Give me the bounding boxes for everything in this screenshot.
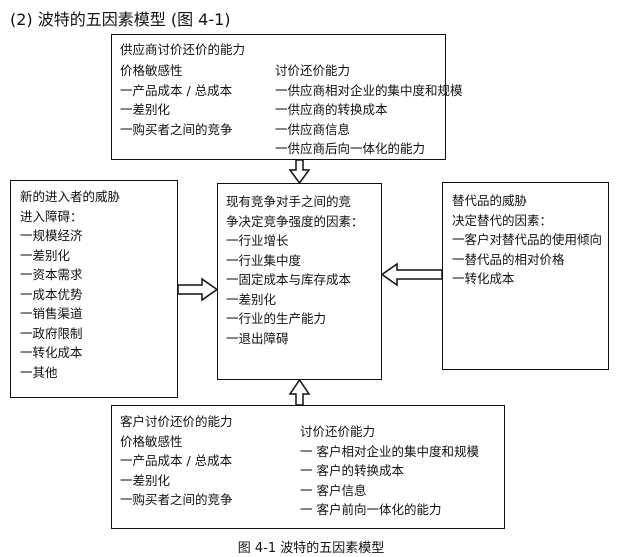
entrants-list: 新的进入者的威胁 进入障碍： 一规模经济 一差别化 一资本需求 一成本优势 一销… (20, 187, 120, 382)
list-item: 一替代品的相对价格 (452, 251, 565, 267)
substitutes-list: 替代品的威胁 决定替代的因素： 一客户对替代品的使用倾向 一替代品的相对价格 一… (452, 191, 602, 289)
list-item: 一供应商后向一体化的能力 (275, 141, 426, 156)
list-item: 一资本需求 (20, 267, 83, 282)
substitutes-subheading: 决定替代的因素： (452, 212, 553, 228)
list-item: 一 客户信息 (300, 482, 367, 498)
new-entrants-box: 新的进入者的威胁 进入障碍： 一规模经济 一差别化 一资本需求 一成本优势 一销… (10, 180, 178, 398)
list-item: 价格敏感性 (120, 63, 183, 78)
list-item: 一供应商相对企业的集中度和规模 (275, 82, 463, 98)
entrants-heading: 新的进入者的威胁 (20, 189, 121, 204)
list-item: 一规模经济 (20, 228, 83, 243)
buyer-power-box: 客户讨价还价的能力 价格敏感性 一产品成本 / 总成本 一差别化 一购买者之间的… (111, 405, 505, 529)
list-item: 一供应商信息 (275, 121, 351, 137)
list-item: 一购买者之间的竞争 (120, 492, 233, 507)
arrow-right-icon (177, 277, 219, 302)
list-item: 一转化成本 (452, 271, 515, 286)
list-item: 一产品成本 / 总成本 (120, 82, 233, 98)
substitutes-box: 替代品的威胁 决定替代的因素： 一客户对替代品的使用倾向 一替代品的相对价格 一… (442, 182, 609, 370)
section-title: (2) 波特的五因素模型 (图 4-1) (10, 10, 231, 29)
supplier-left-list: 价格敏感性 一产品成本 / 总成本 一差别化 一购买者之间的竞争 (120, 61, 233, 139)
entrants-subheading: 进入障碍： (20, 208, 83, 224)
arrow-down-icon (288, 159, 311, 185)
list-item: 一 客户相对企业的集中度和规模 (300, 443, 479, 459)
supplier-power-box: 供应商讨价还价的能力 价格敏感性 一产品成本 / 总成本 一差别化 一购买者之间… (111, 34, 463, 160)
arrow-left-icon (380, 262, 443, 287)
list-item: 一转化成本 (20, 345, 83, 360)
list-item: 一客户对替代品的使用倾向 (452, 232, 603, 247)
supplier-heading: 供应商讨价还价的能力 (120, 42, 246, 57)
rivalry-heading: 现有竞争对手之间的竞 (226, 194, 352, 209)
figure-caption: 图 4-1 波特的五因素模型 (237, 541, 385, 556)
rivalry-subheading: 争决定竞争强度的因素： (226, 213, 364, 229)
buyer-right-list: 讨价还价能力 一 客户相对企业的集中度和规模 一 客户的转换成本 一 客户信息 … (300, 422, 479, 520)
buyer-heading: 客户讨价还价的能力 (120, 414, 233, 429)
substitutes-heading: 替代品的威胁 (452, 193, 528, 208)
list-item: 一政府限制 (20, 325, 83, 341)
buyer-left-list: 客户讨价还价的能力 价格敏感性 一产品成本 / 总成本 一差别化 一购买者之间的… (120, 412, 233, 510)
arrow-up-icon (288, 378, 311, 406)
list-item: 一购买者之间的竞争 (120, 121, 233, 137)
list-item: 一 客户前向一体化的能力 (300, 502, 442, 517)
supplier-right-list: 讨价还价能力 一供应商相对企业的集中度和规模 一供应商的转换成本 一供应商信息 … (275, 61, 463, 159)
list-item: 一退出障碍 (226, 330, 289, 346)
list-item: 一行业增长 (226, 233, 289, 248)
list-item: 一固定成本与库存成本 (226, 272, 352, 287)
list-item: 一行业集中度 (226, 252, 302, 268)
list-item: 一成本优势 (20, 286, 83, 302)
list-item: 讨价还价能力 (300, 424, 376, 439)
list-item: 一销售渠道 (20, 306, 83, 321)
list-item: 讨价还价能力 (275, 63, 351, 78)
list-item: 一差别化 (120, 102, 171, 117)
list-item: 价格敏感性 (120, 433, 183, 449)
rivalry-list: 现有竞争对手之间的竞 争决定竞争强度的因素： 一行业增长 一行业集中度 一固定成… (226, 192, 364, 348)
list-item: 一差别化 (226, 291, 277, 307)
list-item: 一行业的生产能力 (226, 311, 327, 326)
list-item: 一 客户的转换成本 (300, 463, 404, 478)
list-item: 一差别化 (120, 472, 171, 488)
list-item: 一差别化 (20, 247, 71, 263)
list-item: 一其他 (20, 364, 58, 380)
list-item: 一产品成本 / 总成本 (120, 453, 233, 468)
list-item: 一供应商的转换成本 (275, 102, 388, 117)
